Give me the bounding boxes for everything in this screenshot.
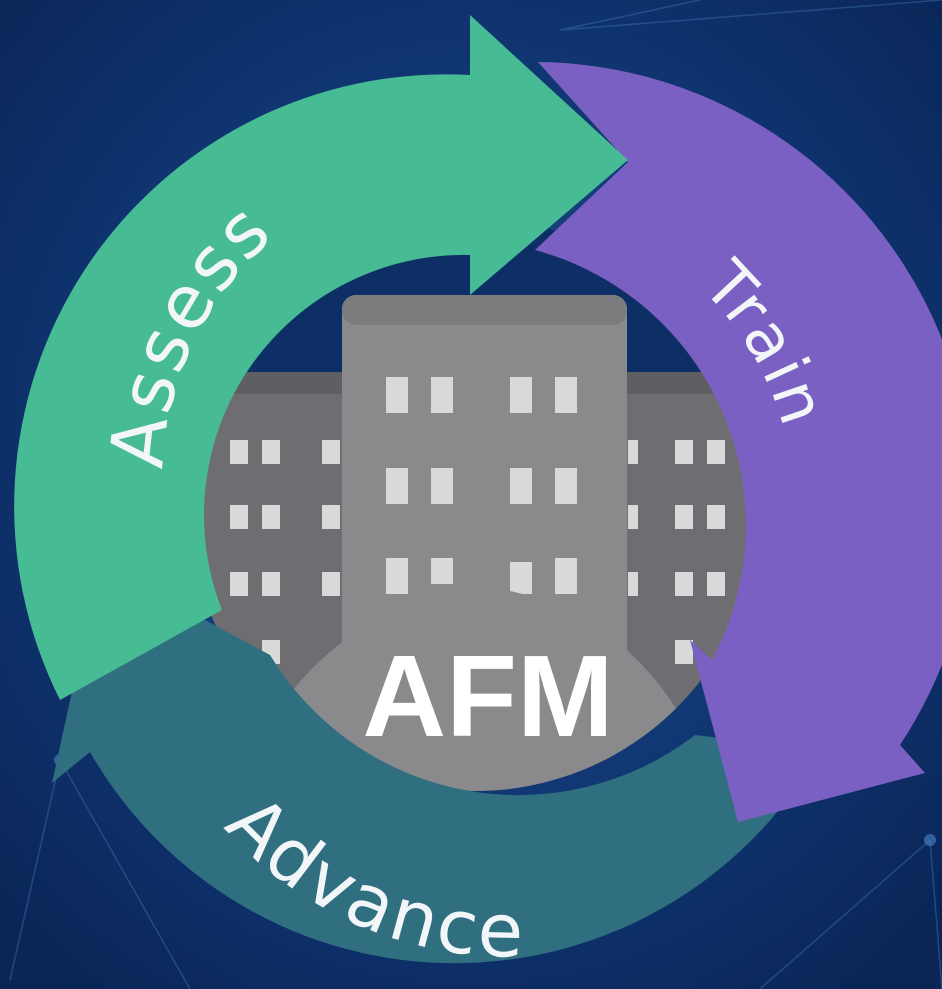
center-label: AFM bbox=[362, 631, 613, 761]
network-lines bbox=[9, 0, 942, 989]
building-illustration bbox=[189, 219, 761, 791]
assess-arrow bbox=[14, 15, 628, 700]
train-arrow bbox=[535, 62, 942, 822]
glow-dot bbox=[924, 834, 936, 846]
advance-arrow bbox=[52, 588, 820, 964]
